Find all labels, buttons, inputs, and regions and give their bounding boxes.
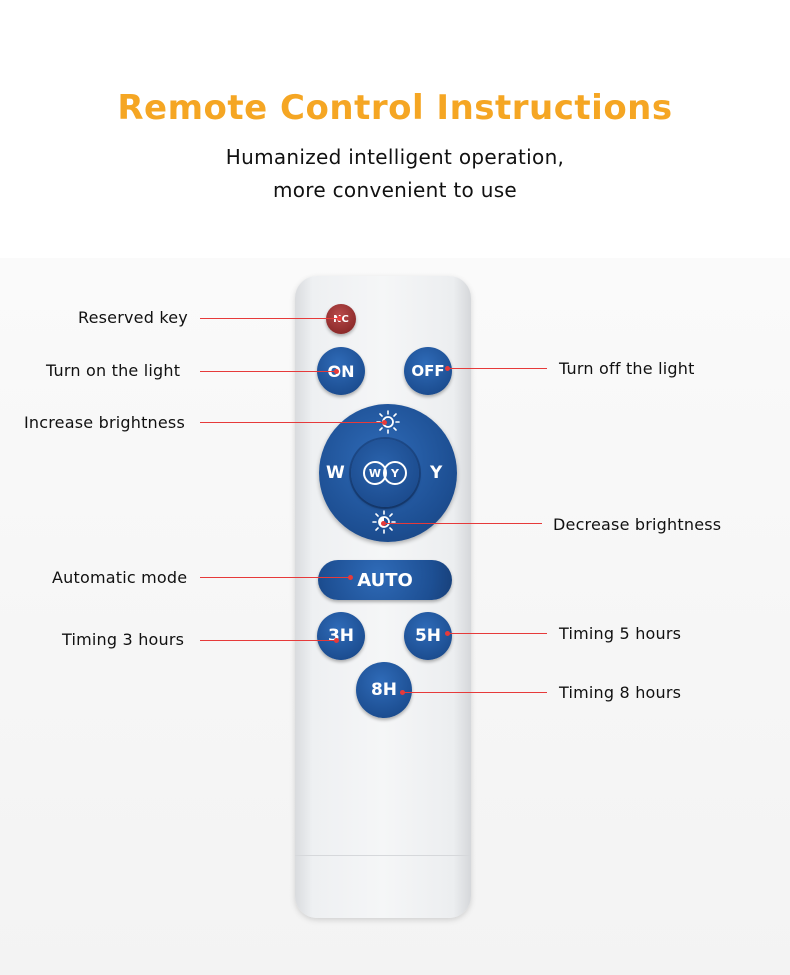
leader-dot-decrease bbox=[381, 521, 386, 526]
callout-timing-3h: Timing 3 hours bbox=[62, 630, 185, 649]
leader-turn-off bbox=[447, 368, 547, 369]
leader-dot-increase bbox=[382, 420, 387, 425]
timer-5h-label: 5H bbox=[414, 626, 442, 646]
dpad-y-label[interactable]: Y bbox=[430, 463, 443, 483]
leader-turn-on bbox=[200, 371, 337, 372]
leader-timing-3h bbox=[200, 640, 337, 641]
on-button-label: ON bbox=[327, 361, 355, 381]
callout-reserved-key: Reserved key bbox=[78, 308, 188, 327]
wy-center-button[interactable]: W Y bbox=[351, 439, 419, 507]
auto-button-label: AUTO bbox=[357, 569, 413, 591]
callout-decrease-brightness: Decrease brightness bbox=[553, 515, 722, 534]
leader-decrease-brightness bbox=[384, 523, 542, 524]
callout-timing-8h: Timing 8 hours bbox=[559, 683, 682, 702]
callout-turn-off: Turn off the light bbox=[559, 359, 695, 378]
subtitle-line-1: Humanized intelligent operation, bbox=[225, 145, 565, 169]
leader-dot-8h bbox=[400, 690, 405, 695]
callout-timing-5h: Timing 5 hours bbox=[559, 624, 682, 643]
center-y-badge: Y bbox=[383, 461, 407, 485]
auto-button[interactable]: AUTO bbox=[318, 560, 452, 600]
leader-dot-3h bbox=[334, 638, 339, 643]
leader-timing-5h bbox=[447, 633, 547, 634]
leader-reserved-key bbox=[200, 318, 339, 319]
leader-timing-8h bbox=[403, 692, 547, 693]
off-button-label: OFF bbox=[411, 362, 445, 380]
dpad-w-label[interactable]: W bbox=[326, 463, 345, 483]
callout-increase-brightness: Increase brightness bbox=[24, 413, 186, 432]
callout-automatic-mode: Automatic mode bbox=[52, 568, 188, 587]
callout-turn-on: Turn on the light bbox=[46, 361, 181, 380]
off-button[interactable]: OFF bbox=[404, 347, 452, 395]
leader-increase-brightness bbox=[200, 422, 384, 423]
leader-automatic-mode bbox=[200, 577, 350, 578]
timer-8h-label: 8H bbox=[370, 680, 398, 700]
page-title: Remote Control Instructions bbox=[117, 88, 673, 128]
leader-dot-reserved bbox=[337, 316, 342, 321]
leader-dot-auto bbox=[348, 575, 353, 580]
subtitle-line-2: more convenient to use bbox=[272, 178, 518, 202]
remote-battery-cover bbox=[295, 855, 471, 918]
leader-dot-on bbox=[334, 369, 339, 374]
timer-3h-button[interactable]: 3H bbox=[317, 612, 365, 660]
timer-5h-button[interactable]: 5H bbox=[404, 612, 452, 660]
timer-3h-label: 3H bbox=[327, 626, 355, 646]
